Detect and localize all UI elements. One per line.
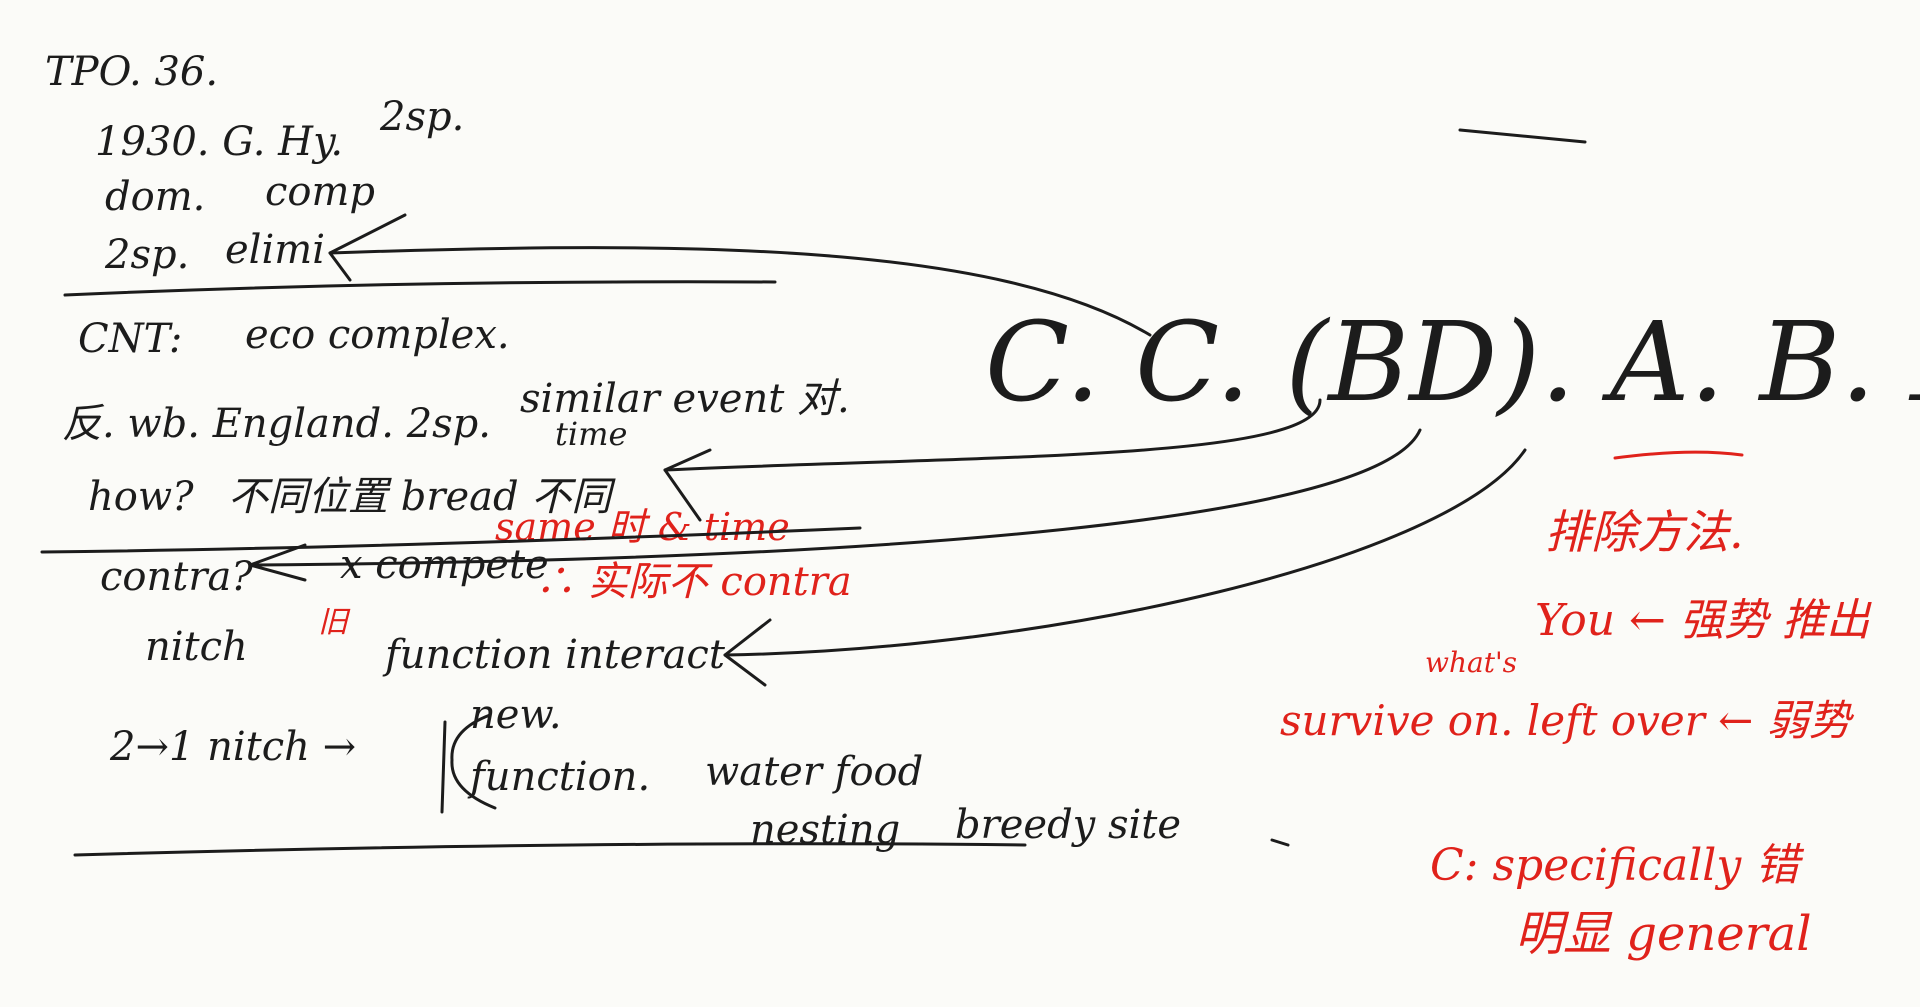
red-you-line: You ← 强势 推出 (1535, 595, 1872, 646)
red-not-contra: ∴ 实际不 contra (535, 559, 852, 605)
dot-mark (1270, 838, 1290, 847)
line-water: water food (705, 749, 923, 795)
red-label-old: 旧 (318, 605, 351, 640)
top-right-dash (1458, 128, 1587, 144)
divider-line-1 (63, 280, 777, 297)
line-2to1: 2→1 nitch → (109, 724, 356, 770)
line-dom: dom. (105, 174, 205, 220)
red-eliminate: 排除方法. (1545, 505, 1744, 559)
arrow-to-elimi (328, 246, 1152, 337)
line-2sp: 2sp. (104, 232, 189, 278)
red-underline (1613, 450, 1744, 460)
line-england: 反. wb. England. 2sp. (62, 401, 491, 447)
line-cnt: CNT: (78, 316, 182, 362)
note-title: TPO. 36. (45, 49, 218, 95)
line-contra: contra? (100, 554, 253, 600)
line-how: how? (88, 474, 194, 520)
line-new: new. (470, 692, 562, 738)
arrow-head-bread (663, 448, 712, 522)
line-1930-extra: 2sp. (379, 94, 464, 140)
arrow-to-contra (248, 428, 1422, 567)
line-eco: eco complex. (245, 312, 510, 358)
red-whats: what's (1425, 646, 1517, 679)
line-nitch-extra: function interact (382, 632, 726, 678)
line-1930: 1930. G. Hy. (95, 119, 343, 165)
arrow-head-interact (723, 618, 772, 687)
brace-nitch (450, 713, 497, 810)
line-dom-extra: comp (265, 169, 375, 215)
bracket-function (440, 720, 447, 814)
line-breedy: breedy site (955, 802, 1181, 848)
line-function: function. (467, 754, 650, 800)
line-nitch: nitch (145, 624, 248, 670)
arrow-to-interact (723, 448, 1527, 657)
line-2sp-extra: elimi (225, 227, 325, 273)
red-c-specifically: C: specifically 错 (1430, 840, 1804, 891)
red-same-time: same 时 & time (495, 505, 790, 549)
divider-line-3 (73, 842, 1027, 857)
line-nesting: nesting (750, 807, 900, 853)
line-england-extra: similar event 对. (520, 376, 850, 422)
red-general: 明显 general (1515, 906, 1812, 962)
arrow-head-contra (248, 543, 307, 582)
red-survive: survive on. left over ← 弱势 (1280, 696, 1855, 745)
arrow-to-bread (663, 398, 1322, 472)
line-time: time (555, 415, 627, 453)
line-how-extra: 不同位置 bread 不同 (228, 474, 616, 520)
arrow-head-elimi (328, 213, 407, 282)
answer-sequence: C. C. (BD). A. B. D. (985, 298, 1920, 426)
divider-line-2 (40, 526, 862, 554)
